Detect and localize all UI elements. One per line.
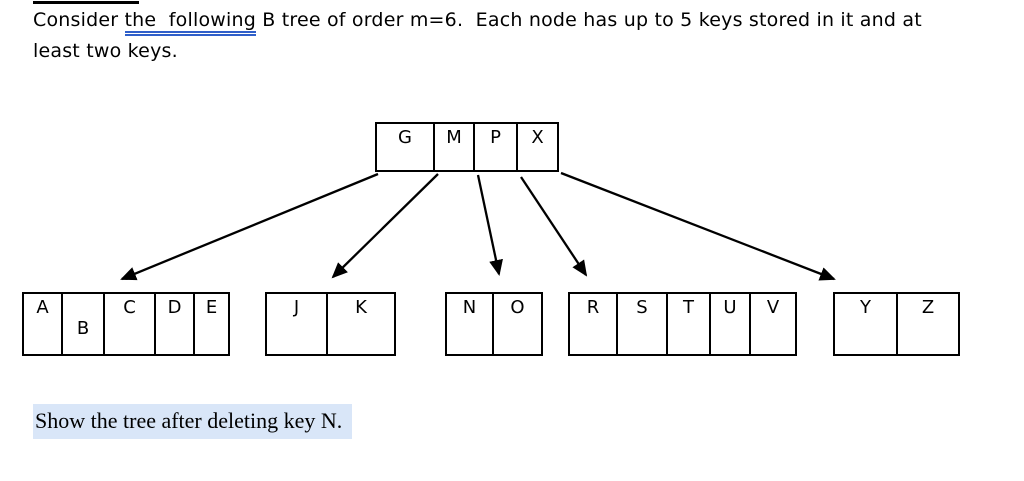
edge-to-child-1 <box>120 172 379 281</box>
question-line: Show the tree after deleting key N. <box>33 404 353 439</box>
btree-key-cell: B <box>61 292 105 356</box>
btree-key-cell: C <box>103 292 156 356</box>
btree-key-cell: M <box>433 122 475 172</box>
btree-leaf-node-5: Y Z <box>833 292 960 356</box>
statement-prefix: Consider <box>33 9 125 31</box>
statement-suffix: B tree of order m=6. Each node has up to… <box>256 9 922 31</box>
btree-key-cell: J <box>265 292 328 356</box>
btree-key-cell: X <box>516 122 559 172</box>
btree-key-cell: A <box>22 292 63 356</box>
btree-key-cell: O <box>492 292 543 356</box>
btree-key-cell: P <box>473 122 518 172</box>
btree-key-cell: E <box>193 292 230 356</box>
btree-key-cell: K <box>326 292 396 356</box>
btree-leaf-node-1: A B C D E <box>22 292 230 356</box>
edge-to-child-4 <box>520 176 588 277</box>
btree-key-cell: S <box>616 292 668 356</box>
btree-root-node: G M P X <box>375 122 559 172</box>
btree-key-cell: Y <box>833 292 898 356</box>
edge-to-child-2 <box>331 173 439 279</box>
btree-key-cell: N <box>445 292 494 356</box>
cutoff-rule <box>33 1 139 4</box>
btree-key-cell: U <box>709 292 751 356</box>
btree-key-cell: V <box>749 292 797 356</box>
edge-to-child-5 <box>560 171 836 281</box>
btree-leaf-node-3: N O <box>445 292 543 356</box>
edge-to-child-3 <box>476 174 503 276</box>
statement-line2: least two keys. <box>33 40 178 62</box>
problem-statement: Consider the following B tree of order m… <box>33 5 1008 67</box>
btree-key-cell: T <box>666 292 711 356</box>
btree-key-cell: Z <box>896 292 960 356</box>
btree-key-cell: R <box>568 292 618 356</box>
highlighted-question-text: Show the tree after deleting key N. <box>33 404 353 439</box>
btree-key-cell: G <box>375 122 435 172</box>
btree-leaf-node-2: J K <box>265 292 396 356</box>
btree-leaf-node-4: R S T U V <box>568 292 797 356</box>
btree-key-cell: D <box>154 292 195 356</box>
grammar-underlined-text: the following <box>124 9 256 36</box>
